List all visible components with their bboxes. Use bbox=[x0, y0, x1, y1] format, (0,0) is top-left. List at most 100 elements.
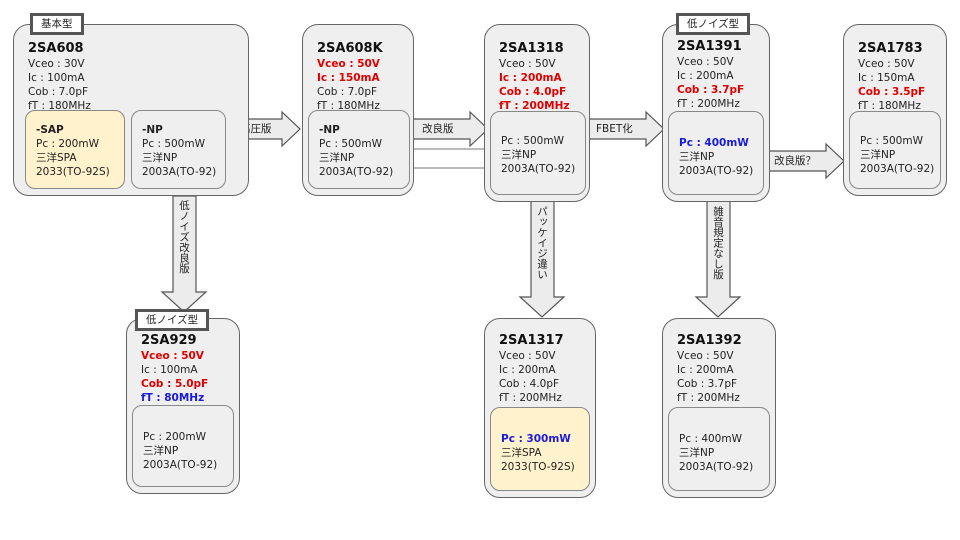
label-low-noise-improved: 低ノイズ改良版 bbox=[178, 200, 190, 274]
spec-pc: Pc : 200mW bbox=[143, 431, 206, 443]
package-box: Pc : 500mW 三洋NP 2003A(TO-92) bbox=[490, 111, 586, 195]
label-fbet: FBET化 bbox=[596, 123, 633, 135]
spec-list: Vceo : 50V Ic : 150mA Cob : 3.5pF fT : 1… bbox=[858, 57, 925, 113]
spec-pc: Pc : 500mW bbox=[319, 138, 382, 150]
spec-pc: Pc : 200mW bbox=[36, 138, 99, 150]
card-2sa608: 2SA608 Vceo : 30V Ic : 100mA Cob : 7.0pF… bbox=[13, 24, 249, 196]
part-name: 2SA1783 bbox=[858, 41, 923, 56]
card-2sa1391: 2SA1391 Vceo : 50V Ic : 200mA Cob : 3.7p… bbox=[662, 24, 770, 202]
package-box: Pc : 400mW 三洋NP 2003A(TO-92) bbox=[668, 407, 770, 491]
spec-ft: fT : 180MHz bbox=[317, 100, 380, 112]
spec-package: 2003A(TO-92) bbox=[501, 163, 576, 175]
spec-vceo: Vceo : 50V bbox=[141, 350, 204, 362]
spec-vceo: Vceo : 50V bbox=[677, 350, 734, 362]
arrow-low-noise-improved bbox=[160, 195, 208, 313]
spec-pc: Pc : 400mW bbox=[679, 433, 742, 445]
spec-pc: Pc : 500mW bbox=[860, 135, 923, 147]
package-box-sap: -SAP Pc : 200mW 三洋SPA 2033(TO-92S) bbox=[25, 110, 125, 189]
label-package-diff: パッケイジ違い bbox=[536, 206, 548, 280]
package-box: Pc : 300mW 三洋SPA 2033(TO-92S) bbox=[490, 407, 590, 491]
part-name: 2SA1318 bbox=[499, 41, 564, 56]
spec-package: 2033(TO-92S) bbox=[501, 461, 575, 473]
part-name: 2SA1317 bbox=[499, 333, 564, 348]
part-name: 2SA608 bbox=[28, 41, 84, 56]
spec-ft: fT : 180MHz bbox=[28, 100, 91, 112]
variant-label: -NP bbox=[319, 124, 340, 136]
card-2sa1783: 2SA1783 Vceo : 50V Ic : 150mA Cob : 3.5p… bbox=[843, 24, 947, 196]
spec-ic: Ic : 200mA bbox=[677, 70, 734, 82]
spec-vceo: Vceo : 50V bbox=[858, 58, 915, 70]
spec-pc: Pc : 500mW bbox=[501, 135, 564, 147]
spec-maker: 三洋NP bbox=[679, 447, 715, 459]
spec-list: Vceo : 30V Ic : 100mA Cob : 7.0pF fT : 1… bbox=[28, 57, 91, 113]
card-2sa1317: 2SA1317 Vceo : 50V Ic : 200mA Cob : 4.0p… bbox=[484, 318, 596, 498]
package-box: -NP Pc : 500mW 三洋NP 2003A(TO-92) bbox=[308, 110, 410, 189]
spec-maker: 三洋NP bbox=[319, 152, 355, 164]
spec-cob: Cob : 7.0pF bbox=[317, 86, 378, 98]
spec-ft: fT : 200MHz bbox=[499, 100, 570, 112]
label-no-noise-spec: 雑音規定なし版 bbox=[712, 206, 724, 280]
spec-ic: Ic : 100mA bbox=[28, 72, 85, 84]
tag-low-noise: 低ノイズ型 bbox=[135, 309, 210, 331]
arrow-improved bbox=[411, 110, 489, 148]
card-2sa929: 2SA929 Vceo : 50V Ic : 100mA Cob : 5.0pF… bbox=[126, 318, 240, 494]
spec-ic: Ic : 150mA bbox=[858, 72, 915, 84]
package-box: Pc : 500mW 三洋NP 2003A(TO-92) bbox=[849, 111, 941, 189]
spec-vceo: Vceo : 50V bbox=[677, 56, 734, 68]
part-name: 2SA1391 bbox=[677, 39, 742, 54]
spec-package: 2003A(TO-92) bbox=[143, 459, 218, 471]
package-box-np: -NP Pc : 500mW 三洋NP 2003A(TO-92) bbox=[131, 110, 226, 189]
label-improved: 改良版 bbox=[422, 123, 454, 135]
spec-cob: Cob : 3.5pF bbox=[858, 86, 926, 98]
spec-vceo: Vceo : 50V bbox=[499, 58, 556, 70]
spec-package: 2003A(TO-92) bbox=[679, 165, 754, 177]
spec-ft: fT : 200MHz bbox=[677, 392, 740, 404]
spec-package: 2003A(TO-92) bbox=[319, 166, 394, 178]
spec-package: 2003A(TO-92) bbox=[679, 461, 754, 473]
spec-vceo: Vceo : 50V bbox=[317, 58, 380, 70]
card-2sa1392: 2SA1392 Vceo : 50V Ic : 200mA Cob : 3.7p… bbox=[662, 318, 776, 498]
package-box: Pc : 400mW 三洋NP 2003A(TO-92) bbox=[668, 111, 764, 195]
spec-list: Vceo : 50V Ic : 200mA Cob : 4.0pF fT : 2… bbox=[499, 349, 562, 405]
part-name: 2SA929 bbox=[141, 333, 197, 348]
spec-cob: Cob : 3.7pF bbox=[677, 378, 738, 390]
variant-label: -NP bbox=[142, 124, 163, 136]
spec-ic: Ic : 100mA bbox=[141, 364, 198, 376]
spec-ic: Ic : 200mA bbox=[499, 72, 562, 84]
spec-ft: fT : 200MHz bbox=[499, 392, 562, 404]
arrow-no-noise-spec bbox=[694, 199, 742, 318]
spec-ft: fT : 80MHz bbox=[141, 392, 205, 404]
spec-list: Vceo : 50V Ic : 100mA Cob : 5.0pF fT : 8… bbox=[141, 349, 208, 405]
spec-maker: 三洋NP bbox=[860, 149, 896, 161]
arrow-fbet bbox=[587, 110, 665, 148]
spec-ic: Ic : 200mA bbox=[677, 364, 734, 376]
spec-package: 2003A(TO-92) bbox=[860, 163, 935, 175]
spec-maker: 三洋NP bbox=[679, 151, 715, 163]
spec-ft: fT : 200MHz bbox=[677, 98, 740, 110]
arrow-package-diff bbox=[518, 199, 566, 318]
tag-basic: 基本型 bbox=[30, 13, 84, 35]
spec-cob: Cob : 5.0pF bbox=[141, 378, 209, 390]
spec-list: Vceo : 50V Ic : 150mA Cob : 7.0pF fT : 1… bbox=[317, 57, 380, 113]
part-name: 2SA1392 bbox=[677, 333, 742, 348]
label-improved-q: 改良版？ bbox=[774, 155, 816, 167]
spec-list: Vceo : 50V Ic : 200mA Cob : 3.7pF fT : 2… bbox=[677, 349, 740, 405]
part-name: 2SA608K bbox=[317, 41, 383, 56]
spec-pc: Pc : 400mW bbox=[679, 137, 749, 149]
spec-vceo: Vceo : 50V bbox=[499, 350, 556, 362]
spec-package: 2033(TO-92S) bbox=[36, 166, 110, 178]
spec-maker: 三洋SPA bbox=[501, 447, 542, 459]
spec-ic: Ic : 200mA bbox=[499, 364, 556, 376]
package-box: Pc : 200mW 三洋NP 2003A(TO-92) bbox=[132, 405, 234, 487]
spec-cob: Cob : 3.7pF bbox=[677, 84, 745, 96]
spec-cob: Cob : 4.0pF bbox=[499, 86, 567, 98]
variant-label: -SAP bbox=[36, 124, 64, 136]
card-2sa608k: 2SA608K Vceo : 50V Ic : 150mA Cob : 7.0p… bbox=[302, 24, 414, 196]
spec-list: Vceo : 50V Ic : 200mA Cob : 3.7pF fT : 2… bbox=[677, 55, 744, 111]
arrow-improved-q bbox=[767, 142, 845, 180]
spec-ic: Ic : 150mA bbox=[317, 72, 380, 84]
spec-maker: 三洋NP bbox=[143, 445, 179, 457]
tag-low-noise: 低ノイズ型 bbox=[676, 13, 751, 35]
spec-maker: 三洋SPA bbox=[36, 152, 77, 164]
